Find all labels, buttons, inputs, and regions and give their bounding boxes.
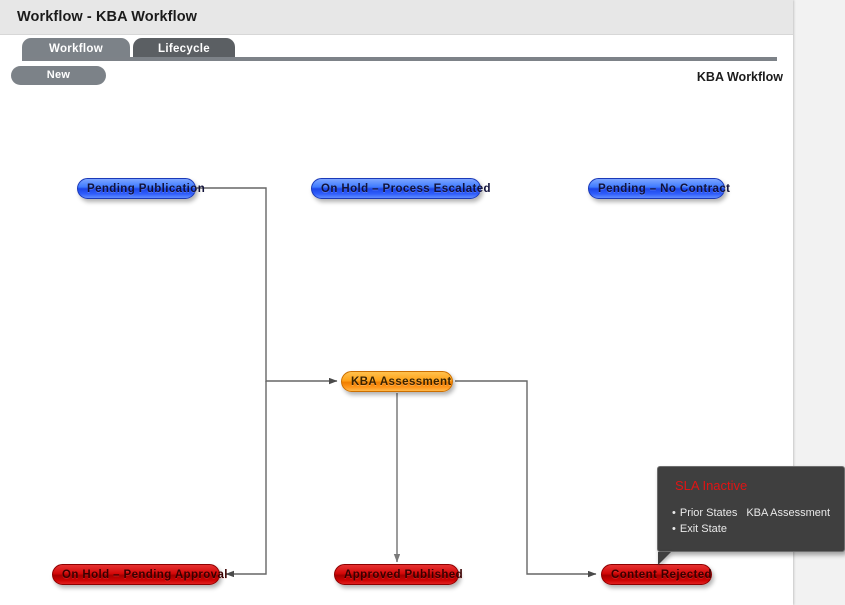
tab-workflow[interactable]: Workflow (22, 38, 130, 61)
node-on-hold-pending-approval[interactable]: On Hold – Pending Approval (52, 564, 227, 585)
tab-strip: Workflow Lifecycle (0, 35, 793, 61)
canvas-caption: KBA Workflow (696, 70, 783, 84)
tooltip-tail (658, 552, 671, 565)
tab-lifecycle[interactable]: Lifecycle (133, 38, 235, 61)
tab-underline (22, 57, 777, 61)
tooltip-label-exit-state: Exit State (679, 523, 727, 535)
tooltip-title: SLA Inactive (675, 478, 748, 493)
node-approved-published[interactable]: Approved Published (334, 564, 463, 585)
new-button[interactable]: New (11, 66, 106, 85)
tooltip-value-prior-states: KBA Assessment (746, 507, 831, 519)
node-pending-publication[interactable]: Pending Publication (77, 178, 205, 199)
node-pending-no-contract[interactable]: Pending – No Contract (588, 178, 730, 199)
page-title: Workflow - KBA Workflow (17, 9, 198, 25)
tooltip-row-exit-state: •Exit State (672, 523, 736, 535)
edge-kba-assessment-to-content-rejected (455, 380, 597, 578)
edge-kba-assessment-to-on-hold-pending-approval (225, 381, 267, 578)
edge-layer (197, 187, 597, 578)
state-info-tooltip: SLA Inactive •Prior States KBA Assessment… (657, 466, 845, 565)
bullet-icon: • (672, 507, 676, 519)
tooltip-row-prior-states: •Prior States KBA Assessment (672, 507, 830, 519)
title-bar: Workflow - KBA Workflow (0, 0, 793, 35)
tooltip-label-prior-states: Prior States (679, 507, 738, 519)
toolbar: New (0, 62, 793, 90)
edge-pending-publication-to-kba-assessment (197, 187, 338, 385)
node-on-hold-process-escalated[interactable]: On Hold – Process Escalated (311, 178, 491, 199)
node-kba-assessment[interactable]: KBA Assessment (341, 371, 453, 392)
node-content-rejected[interactable]: Content Rejected (601, 564, 712, 585)
bullet-icon: • (672, 523, 676, 535)
